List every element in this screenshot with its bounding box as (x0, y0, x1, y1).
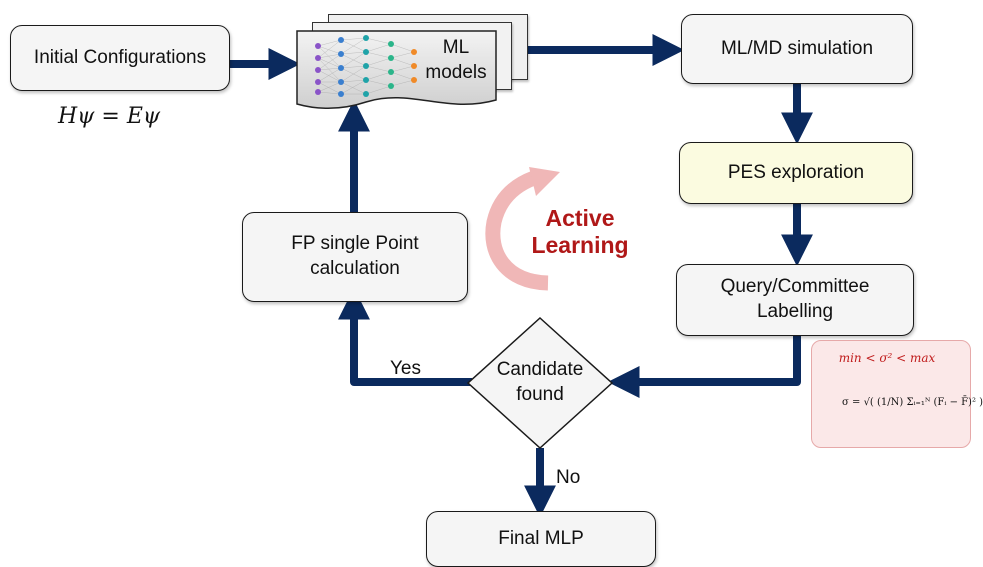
final-mlp-node: Final MLP (426, 511, 656, 567)
ml-models-card (296, 30, 497, 110)
pes-exploration-node: PES exploration (679, 142, 913, 204)
ml-models-label: ML models (425, 37, 487, 83)
query-committee-label: Query/Committee Labelling (720, 276, 870, 322)
neural-network-icon (315, 35, 417, 97)
sigma-formula: σ = √( (1/N) Σᵢ₌₁ᴺ (Fᵢ − F̄)² ) (842, 397, 983, 408)
active-learning-label: Active Learning (531, 205, 629, 259)
ml-md-simulation-node: ML/MD simulation (681, 14, 913, 84)
active-learning-cycle-icon (485, 167, 560, 291)
query-committee-node: Query/Committee Labelling (676, 264, 914, 336)
final-mlp-label: Final MLP (498, 527, 584, 549)
pes-exploration-label: PES exploration (727, 161, 865, 183)
initial-configurations-label: Initial Configurations (33, 46, 207, 68)
uncertainty-condition: min < σ² < max (838, 351, 936, 365)
fp-single-point-node: FP single Point calculation (242, 212, 468, 302)
fp-single-point-label: FP single Point calculation (291, 233, 419, 279)
initial-configurations-node: Initial Configurations (10, 25, 230, 91)
schrodinger-equation: Hψ = Eψ (58, 104, 161, 129)
candidate-found-label: Candidate found (496, 359, 584, 405)
arrow-candidate-to-fp (338, 287, 472, 386)
no-label: No (556, 467, 581, 488)
uncertainty-formula-box: min < σ² < max σ = √( (1/N) Σᵢ₌₁ᴺ (Fᵢ − … (811, 340, 983, 448)
ml-md-simulation-label: ML/MD simulation (720, 37, 874, 59)
ml-models-stack: ML models (296, 14, 528, 118)
yes-label: Yes (390, 358, 421, 379)
flow-arrows (230, 34, 813, 518)
arrow-query-to-candidate (607, 336, 801, 398)
candidate-found-diamond (466, 316, 614, 450)
